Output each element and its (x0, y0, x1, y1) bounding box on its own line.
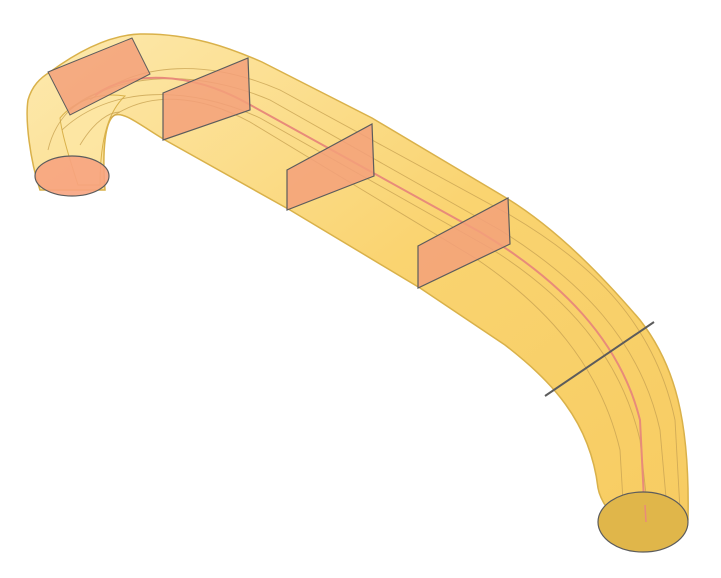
bottom-end-spine-tip (644, 504, 647, 523)
profile-bend-line (544, 321, 655, 397)
profile-top-end[interactable] (34, 155, 110, 197)
profile-1[interactable] (47, 37, 151, 116)
profile-2[interactable] (162, 57, 251, 141)
profile-bottom-end[interactable] (597, 491, 689, 553)
profile-4[interactable] (417, 197, 511, 289)
profile-3[interactable] (286, 123, 375, 211)
duct-body[interactable] (26, 33, 689, 546)
